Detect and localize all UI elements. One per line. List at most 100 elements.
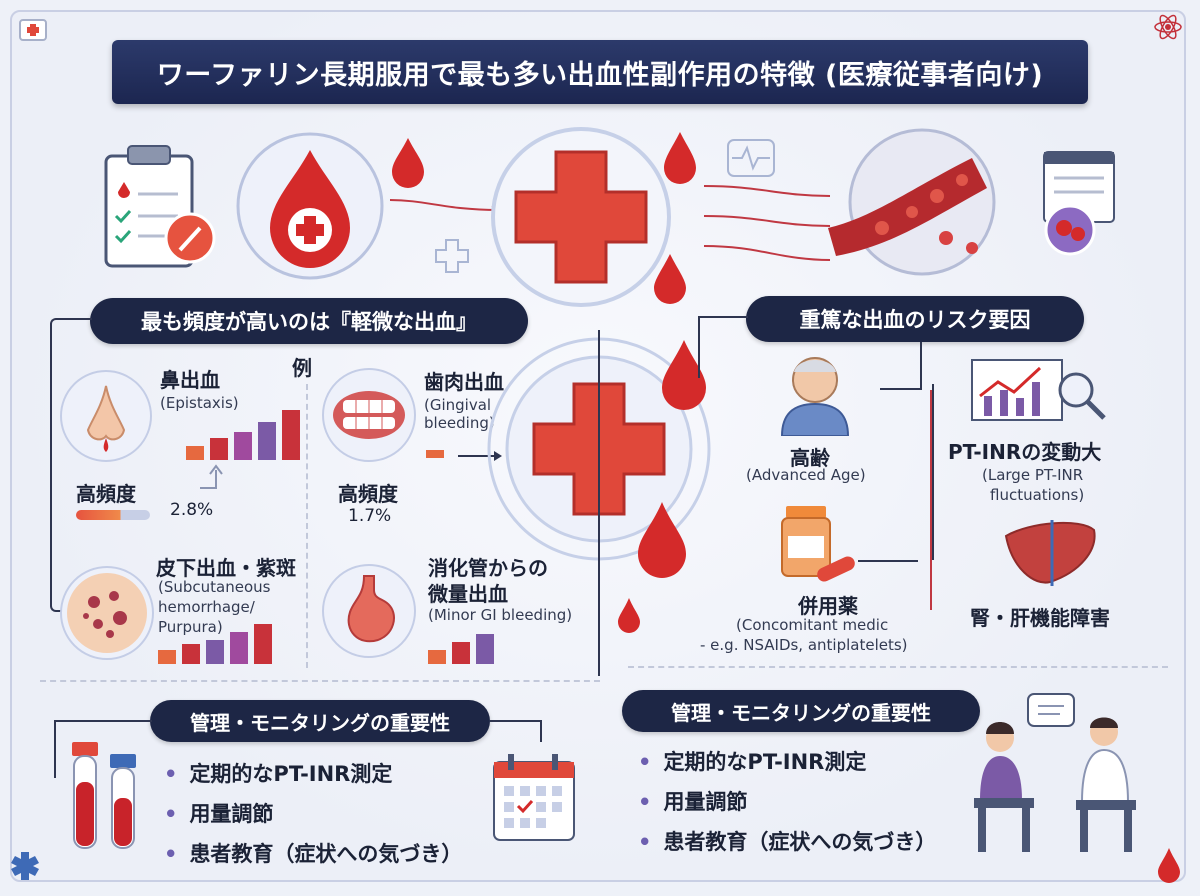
medical-star-icon [11,852,39,880]
liver-icon [1004,520,1096,586]
purpura-en-1: (Subcutaneous [158,578,271,596]
list-item: 患者教育（症状への気づき） [164,838,462,868]
renal-hepatic-jp: 腎・肝機能障害 [970,606,1110,630]
trend-chart-icon [971,359,1106,421]
list-item: 患者教育（症状への気づき） [638,826,936,856]
example-label: 例 [292,356,312,380]
chart-bar [452,642,470,664]
gi-jp-2: 微量出血 [428,582,508,606]
arrow-up-icon [200,464,223,489]
atom-icon [1154,14,1182,40]
management-list-left: 定期的なPT-INR測定 用量調節 患者教育（症状への気づき） [164,758,462,878]
chart-bar [230,632,248,664]
medical-cross-icon [491,127,671,307]
first-aid-icon [19,19,47,41]
skin-icon [60,566,154,660]
blood-drop-small-icon [664,132,696,184]
risk-factors-heading: 重篤な出血のリスク要因 [746,296,1084,342]
connector-line [50,318,92,612]
minor-bleeding-heading: 最も頻度が高いのは『軽微な出血』 [90,298,528,344]
blood-drop-small-icon [392,138,424,188]
concomitant-en-2: - e.g. NSAIDs, antiplatelets) [700,636,908,654]
pt-inr-fluctuation-en-1: (Large PT-INR [982,466,1084,484]
connector-line [584,330,600,676]
chart-bar [282,410,300,460]
chart-bar [186,446,204,460]
connector-line [698,316,748,378]
frequency-bar [76,510,150,520]
chart-bar [254,624,272,664]
connector-line [54,720,152,778]
gi-jp-1: 消化管からの [428,556,548,580]
gingival-freq-label: 高頻度 [338,482,398,506]
flow-arrows [703,185,831,261]
management-heading-left: 管理・モニタリングの重要性 [150,700,490,742]
gingival-value: 1.7% [348,506,392,526]
purpura-en-3: Purpura) [158,618,223,636]
gi-en: (Minor GI bleeding) [428,606,573,624]
divider [40,680,600,682]
divider [306,384,308,668]
epistaxis-value: 2.8% [170,500,214,520]
epistaxis-en: (Epistaxis) [160,394,239,412]
elderly-icon [780,357,850,436]
chart-bar [426,450,444,458]
chart-bar [158,650,176,664]
divider [628,666,1168,668]
gingival-en-1: (Gingival [424,396,492,414]
connector-line [914,384,934,560]
advanced-age-jp: 高齢 [790,446,830,470]
blood-drop-small-icon [618,598,640,633]
blood-drop-small-icon [654,254,686,304]
chart-bar [428,650,446,664]
document-icon [1043,151,1115,256]
gingival-jp: 歯肉出血 [424,370,504,394]
chart-bar [182,644,200,664]
pt-inr-fluctuation-jp: PT-INRの変動大 [948,440,1102,464]
clipboard-icon [104,145,216,268]
test-tube-icon [72,742,136,849]
connector-line [880,342,922,390]
concomitant-en-1: (Concomitant medic [736,616,889,634]
list-item: 用量調節 [638,786,936,816]
management-list-right: 定期的なPT-INR測定 用量調節 患者教育（症状への気づき） [638,746,936,866]
gingival-chart [426,398,456,458]
connector-line [490,720,542,742]
doctor-patient-icon [974,693,1136,852]
chart-bar [206,640,224,664]
blood-drop-icon [236,132,384,280]
purpura-en-2: hemorrhage/ [158,598,255,616]
epistaxis-jp: 鼻出血 [160,368,220,392]
blood-drop-small-icon [1158,848,1180,883]
list-item: 用量調節 [164,798,462,828]
gingival-en-2: bleeding) [424,414,495,432]
blood-drop-small-icon [662,340,706,410]
calendar-icon [493,754,575,841]
list-item: 定期的なPT-INR測定 [638,746,936,776]
pt-inr-fluctuation-en-2: fluctuations) [990,486,1085,504]
teeth-icon [322,368,416,462]
gi-chart [428,604,508,664]
title-banner: ワーファリン長期服用で最も多い出血性副作用の特徴 (医療従事者向け) [112,40,1088,104]
concomitant-jp: 併用薬 [798,594,858,618]
blood-drop-small-icon [638,502,686,578]
heartbeat-icon [727,139,775,177]
list-item: 定期的なPT-INR測定 [164,758,462,788]
connector-line [930,390,962,610]
epistaxis-freq-label: 高頻度 [76,482,136,506]
advanced-age-en: (Advanced Age) [746,466,866,484]
arrow-right-icon [458,451,502,461]
purpura-jp: 皮下出血・紫斑 [156,556,296,580]
pill-bottle-icon [781,506,855,582]
chart-bar [210,438,228,460]
connector-line [858,540,918,562]
chart-bar [476,634,494,664]
chart-bar [258,422,276,460]
blood-vessel-icon [828,128,996,276]
plus-outline-icon [435,239,469,273]
epistaxis-chart [186,400,300,460]
stomach-icon [322,564,416,658]
management-heading-right: 管理・モニタリングの重要性 [622,690,980,732]
page-title: ワーファリン長期服用で最も多い出血性副作用の特徴 (医療従事者向け) [156,59,1044,91]
purpura-chart [158,604,288,664]
